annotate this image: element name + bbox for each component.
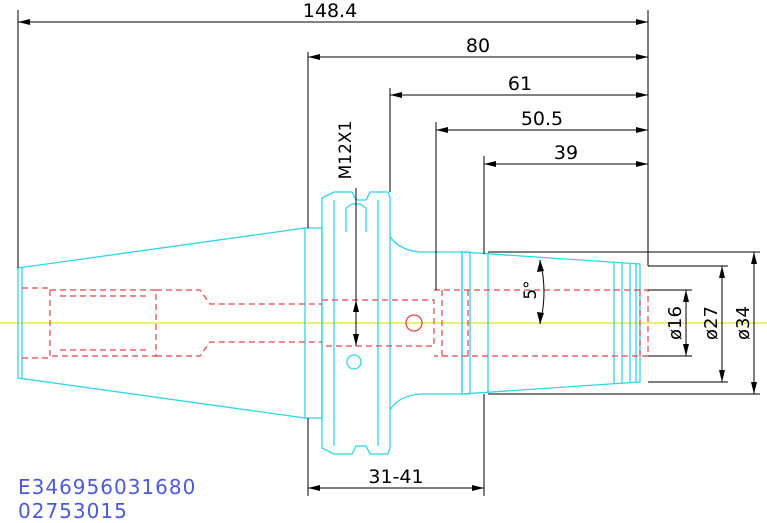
dim-length-39: 39: [554, 142, 578, 164]
flange-bore: [322, 299, 435, 347]
part-code-2: 02753015: [18, 499, 128, 523]
dim-clamp-range: 31-41: [368, 466, 423, 488]
dim-length-50-5: 50.5: [521, 108, 563, 130]
dim-outer-diameter: ø34: [733, 306, 754, 340]
dim-thread: M12X1: [336, 121, 356, 180]
flange: [321, 191, 391, 455]
dim-overall-length: 148.4: [303, 0, 357, 22]
pull-stud-bore: [22, 287, 51, 359]
bore-step: [156, 289, 322, 357]
tool-outline: [17, 191, 641, 455]
shank-bore: [50, 289, 157, 357]
dim-bore-diameter: ø16: [665, 306, 686, 340]
hidden-bore: [22, 287, 649, 359]
part-code-1: E346956031680: [18, 475, 196, 499]
neck: [389, 235, 470, 411]
dim-nose-diameter: ø27: [701, 306, 722, 340]
dim-length-61: 61: [508, 73, 532, 95]
arrowheads: [18, 19, 757, 491]
bore-hole: [405, 314, 423, 332]
dim-length-80: 80: [466, 35, 490, 57]
side-hole: [346, 354, 362, 370]
dimension-lines: [17, 10, 760, 496]
dim-taper-angle: 5°: [521, 280, 541, 299]
